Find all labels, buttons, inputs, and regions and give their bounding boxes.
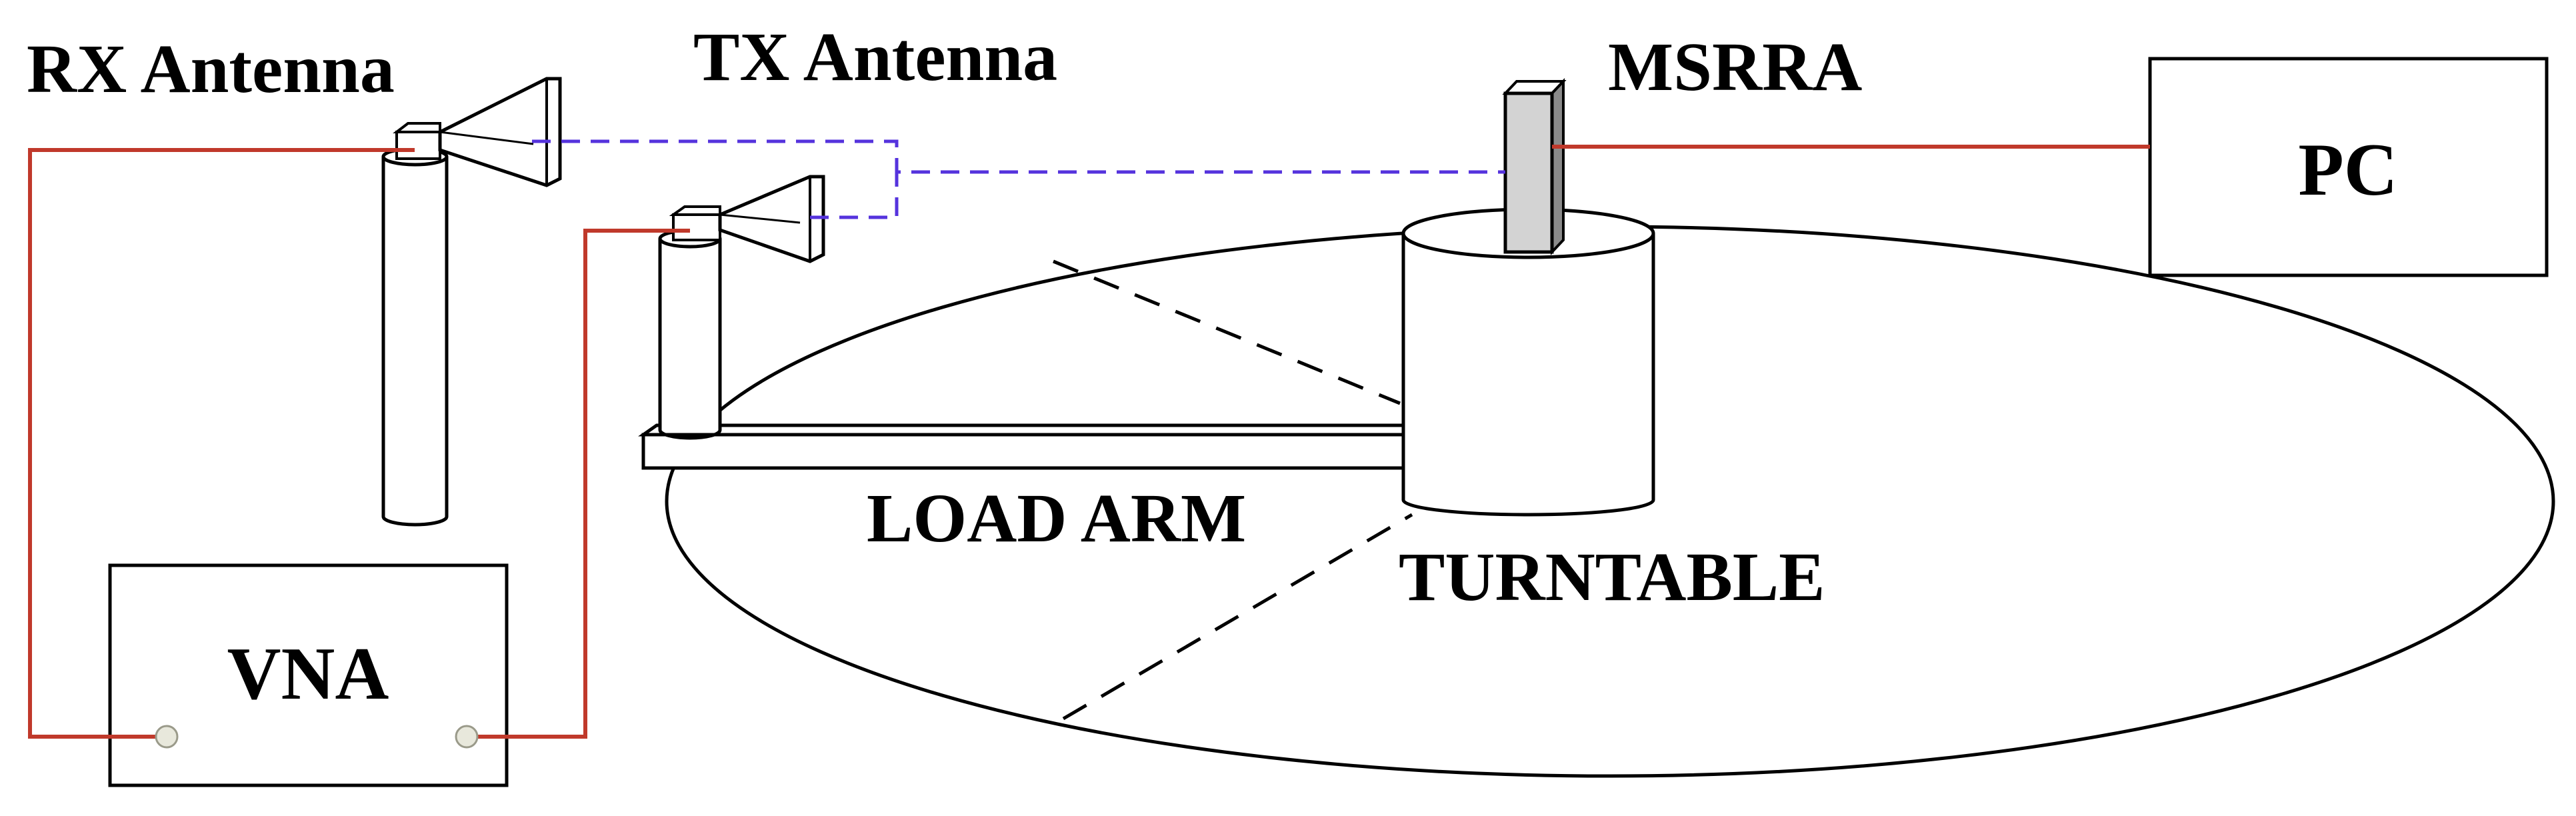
turntable-cylinder xyxy=(1401,207,1655,517)
turntable-label: TURNTABLE xyxy=(1399,539,1825,615)
msrra-label: MSRRA xyxy=(1608,29,1862,105)
msrra-panel xyxy=(1502,77,1567,256)
load-arm-label: LOAD ARM xyxy=(867,480,1246,557)
tx-horn-antenna xyxy=(669,175,825,263)
vna-port-1-connector xyxy=(155,725,179,749)
rf-path-rx xyxy=(532,139,899,172)
vna-label: VNA xyxy=(227,633,389,715)
rx-horn-antenna xyxy=(393,77,562,187)
rf-path-tx xyxy=(810,170,1505,219)
platform-sector-line-upper xyxy=(1053,259,1401,405)
vna-port-2-connector xyxy=(455,725,479,749)
vna-box xyxy=(108,563,509,787)
tx-antenna-mast xyxy=(658,229,722,440)
rx-cable xyxy=(28,148,415,739)
pc-label: PC xyxy=(2298,129,2397,211)
pc-box xyxy=(2148,57,2549,277)
platform-sector-line-lower xyxy=(1062,513,1413,721)
load-arm xyxy=(638,423,1405,470)
tx-cable xyxy=(467,229,690,739)
rx-antenna-label: RX Antenna xyxy=(27,31,395,107)
rx-antenna-mast xyxy=(381,147,449,527)
tx-antenna-label: TX Antenna xyxy=(693,19,1057,95)
